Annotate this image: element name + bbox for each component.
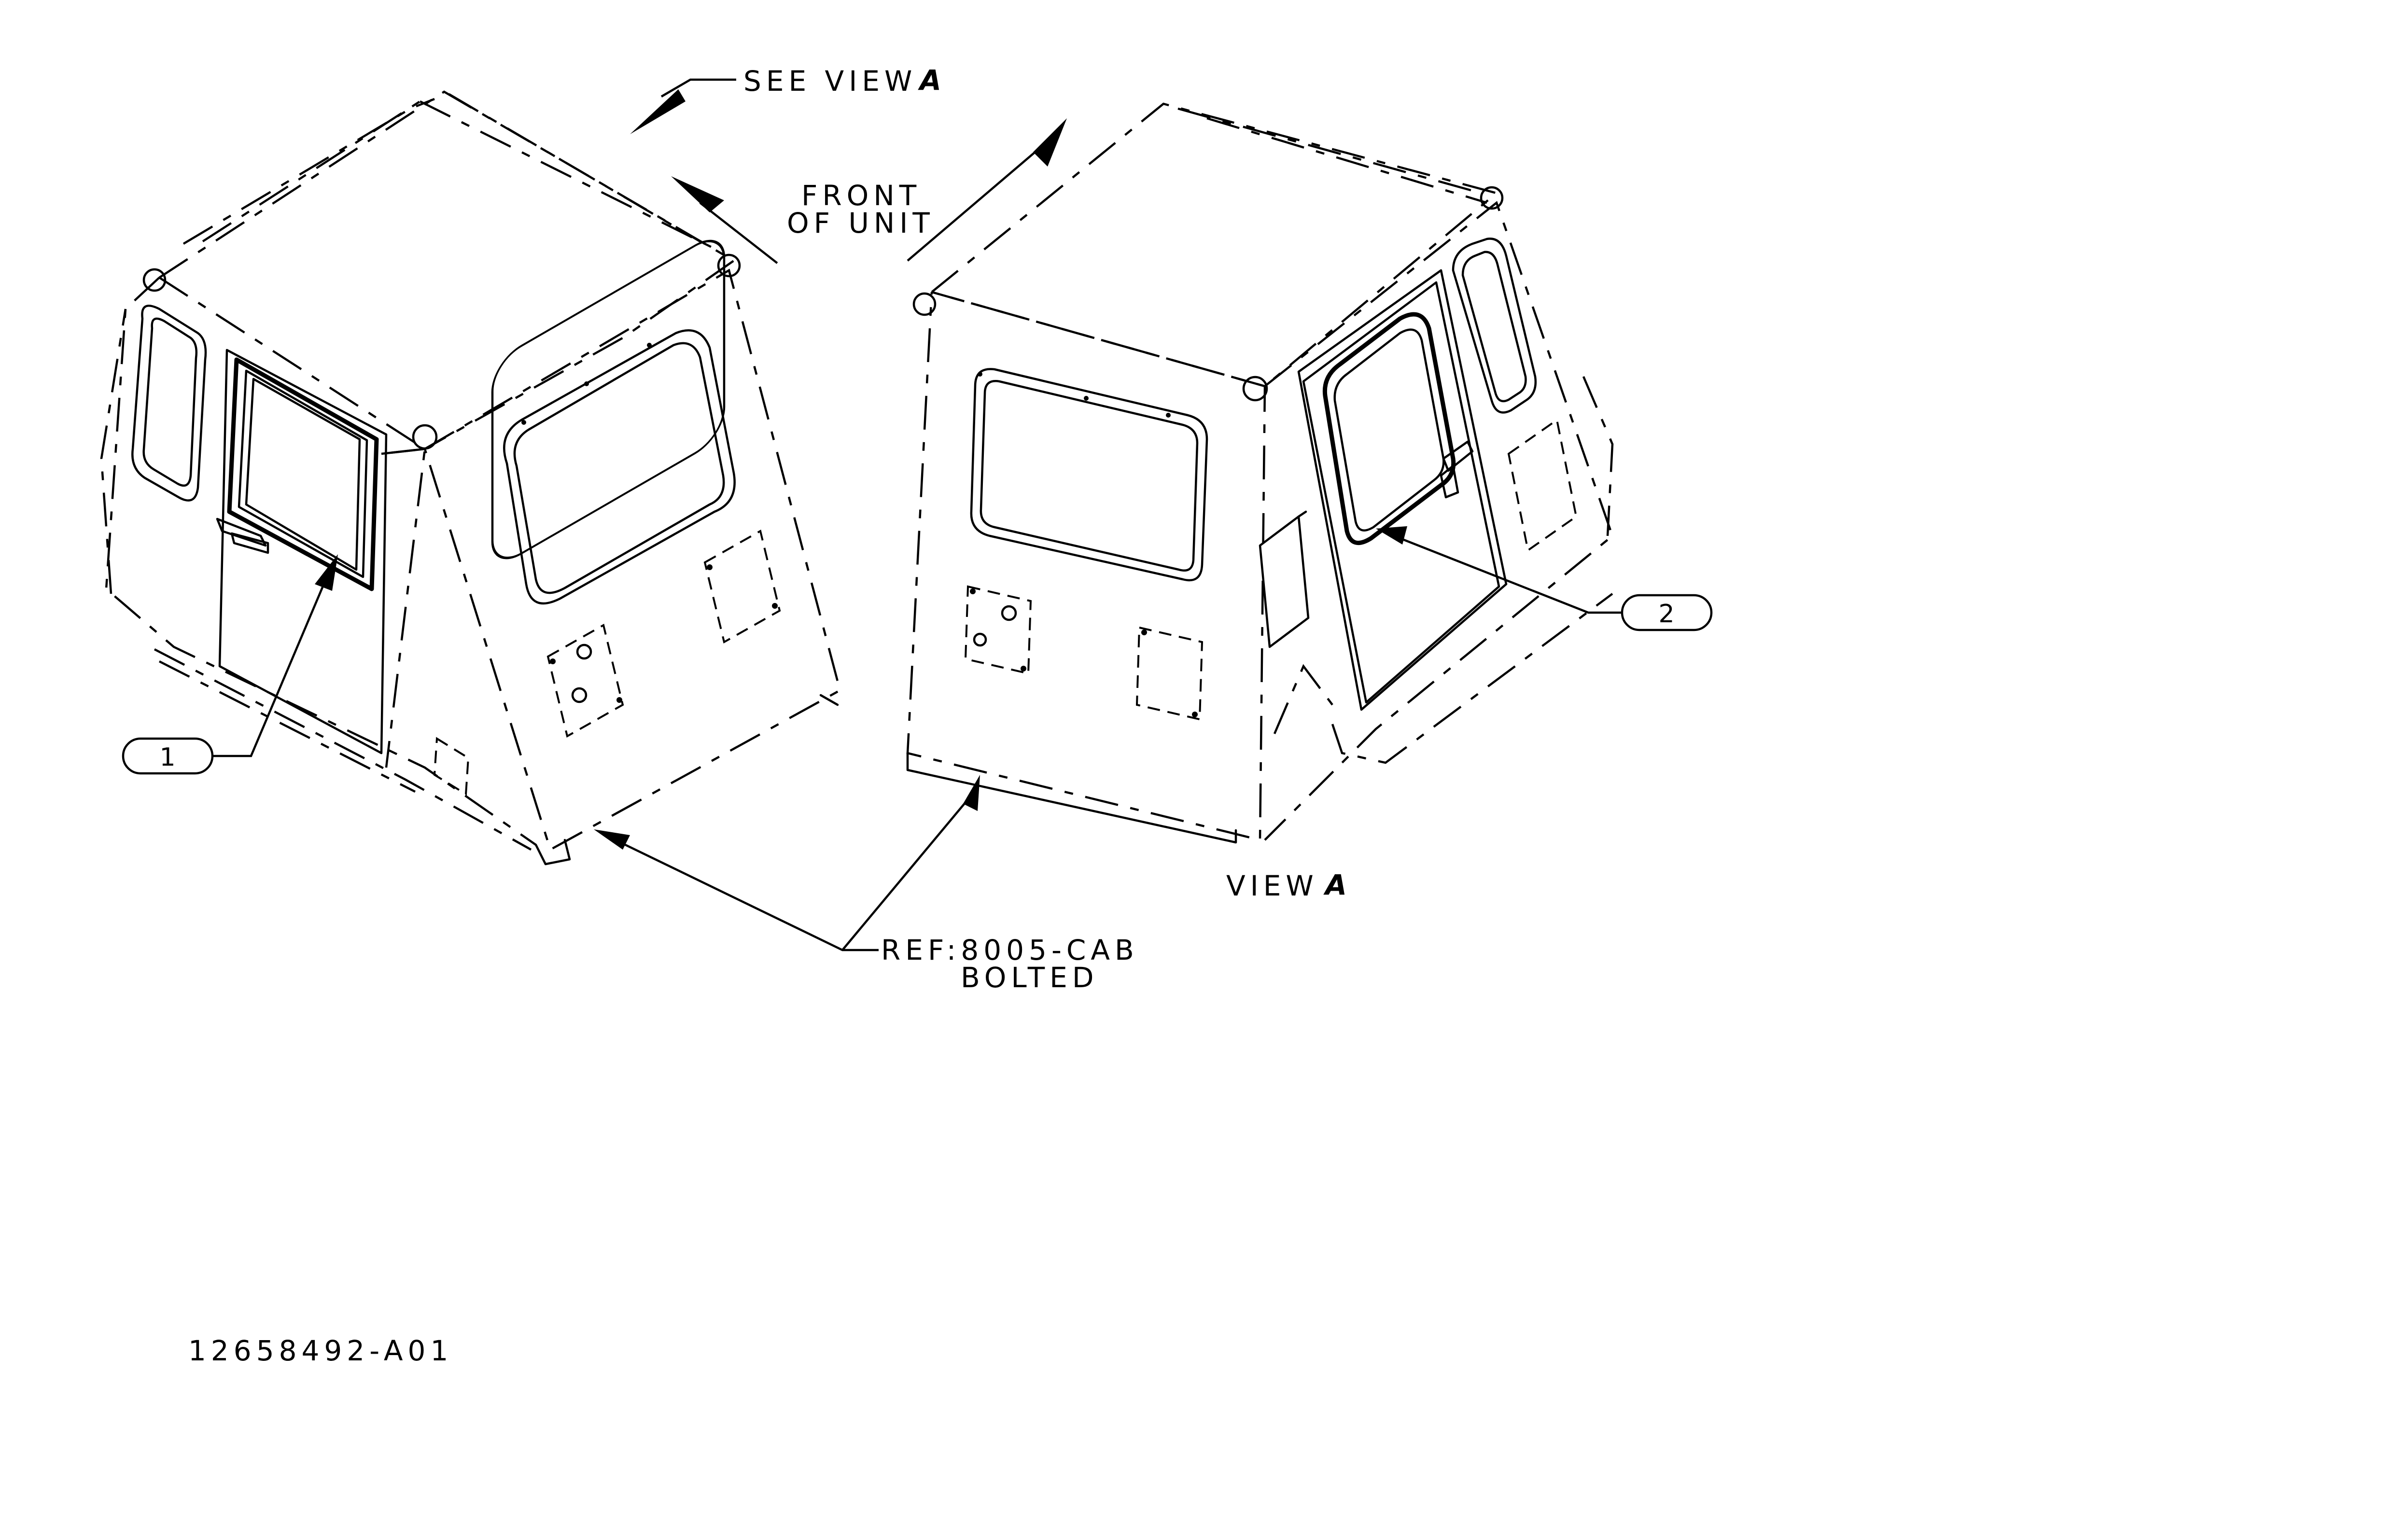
right-cab-front-panel [906, 291, 1266, 844]
drawing-number: 12658492-A01 [188, 1334, 453, 1367]
see-view-a-note: SEE VIEW A [630, 64, 941, 134]
left-cab-view [100, 90, 841, 866]
left-cab-side-panel [381, 239, 841, 866]
front-label-line2: OF UNIT [787, 207, 935, 239]
right-cab-side-panel [1259, 201, 1614, 841]
front-arrowhead-right [1033, 118, 1067, 167]
ref-arrowhead-right [963, 775, 980, 811]
view-a-title: VIEW A [1226, 868, 1347, 902]
view-a-text: VIEW [1226, 869, 1318, 902]
see-view-arrowhead [630, 89, 686, 134]
ref-note: REF:8005-CAB BOLTED [594, 775, 1139, 994]
ref-line2: BOLTED [961, 961, 1099, 994]
left-cab-roof [142, 90, 741, 450]
callout-1-number: 1 [159, 743, 175, 772]
callout-2: 2 [1376, 526, 1713, 631]
see-view-letter: A [918, 64, 941, 97]
ref-arrowhead-left [594, 829, 630, 850]
right-cab-view [906, 102, 1614, 844]
left-cab-front-panel [100, 277, 537, 846]
front-of-unit-note: FRONT OF UNIT [671, 118, 1067, 264]
callout-2-number: 2 [1658, 600, 1674, 629]
ref-line1: REF:8005-CAB [881, 934, 1139, 966]
callout-2-arrowhead [1376, 526, 1407, 545]
callout-1-arrowhead [315, 554, 338, 591]
view-a-letter: A [1323, 868, 1347, 901]
callout-1: 1 [122, 554, 338, 775]
see-view-text: SEE VIEW [743, 65, 917, 98]
right-cab-roof [912, 102, 1504, 402]
front-arrowhead-left [671, 176, 724, 212]
front-label-line1: FRONT [801, 179, 921, 212]
